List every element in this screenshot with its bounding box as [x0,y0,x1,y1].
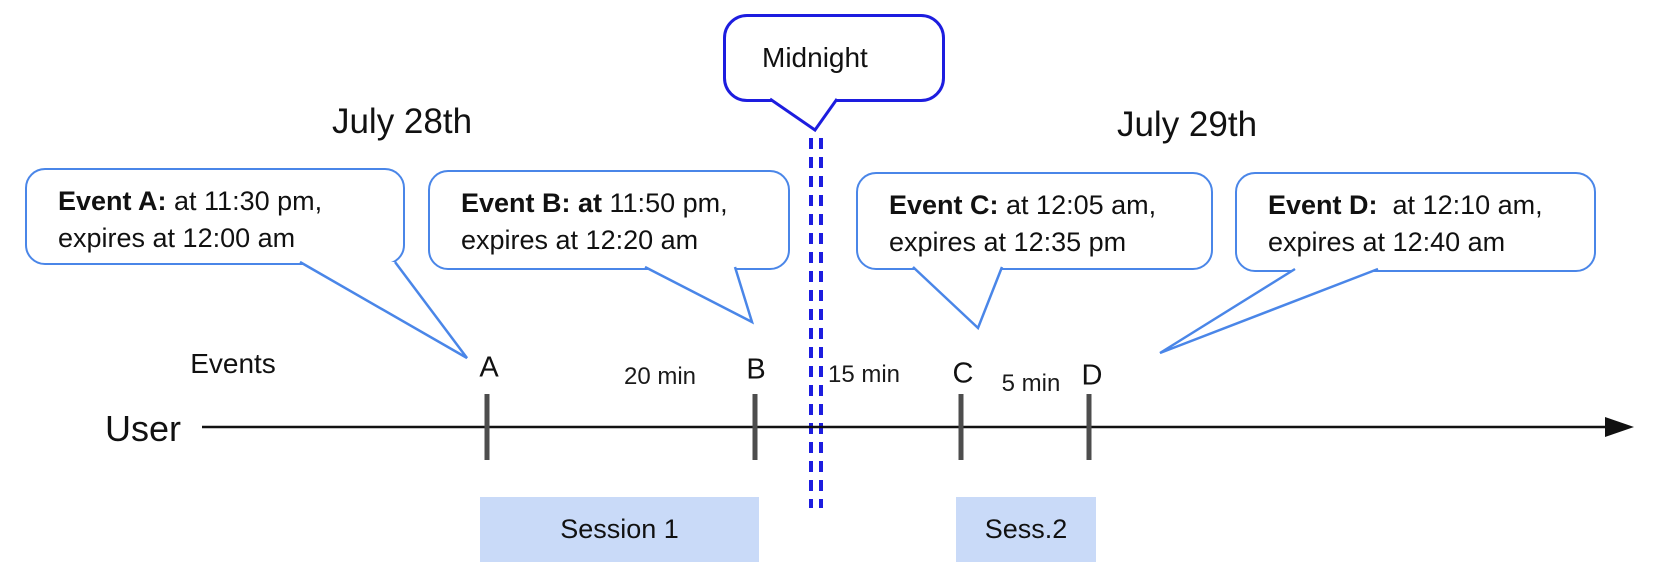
date-label-july-28: July 28th [331,102,473,141]
session-2-box: Sess.2 [956,497,1096,562]
midnight-callout: Midnight [723,14,945,102]
event-a-expiry: expires at 12:00 am [58,223,296,253]
event-b-callout: Event B: at 11:50 pm, expires at 12:20 a… [428,170,790,270]
event-a-title: Event A: at 11:30 pm, [58,186,323,216]
tick-label-d: D [1081,359,1103,392]
interval-15min-label: 15 min [827,361,901,388]
event-d-callout: Event D: at 12:10 am, expires at 12:40 a… [1235,172,1596,272]
events-axis-label: Events [190,348,276,379]
session-1-box: Session 1 [480,497,759,562]
event-b-title: Event B: at 11:50 pm, [461,188,728,218]
event-c-title: Event C: at 12:05 am, [889,190,1157,220]
event-d-tail [1159,267,1379,355]
timeline-arrowhead-icon [1605,417,1634,437]
tick-label-a: A [479,351,499,384]
midnight-callout-label: Midnight [762,42,868,73]
session-1-label: Session 1 [560,514,679,544]
event-b-tail [644,265,755,325]
tick-label-c: C [952,357,974,390]
session-2-label: Sess.2 [984,514,1068,544]
event-d-expiry: expires at 12:40 am [1268,227,1506,257]
tick-label-b: B [746,353,766,386]
event-a-callout: Event A: at 11:30 pm, expires at 12:00 a… [25,168,405,265]
event-a-tail [299,260,468,360]
event-c-expiry: expires at 12:35 pm [889,227,1127,257]
date-label-july-29: July 29th [1116,105,1258,144]
event-b-expiry: expires at 12:20 am [461,225,699,255]
event-d-title: Event D: at 12:10 am, [1268,190,1543,220]
user-row-label: User [105,408,182,449]
midnight-callout-tail [769,97,839,133]
event-c-callout: Event C: at 12:05 am, expires at 12:35 p… [856,172,1213,270]
interval-5min-label: 5 min [1001,370,1061,397]
interval-20min-label: 20 min [623,363,697,390]
event-c-tail [912,266,1004,331]
